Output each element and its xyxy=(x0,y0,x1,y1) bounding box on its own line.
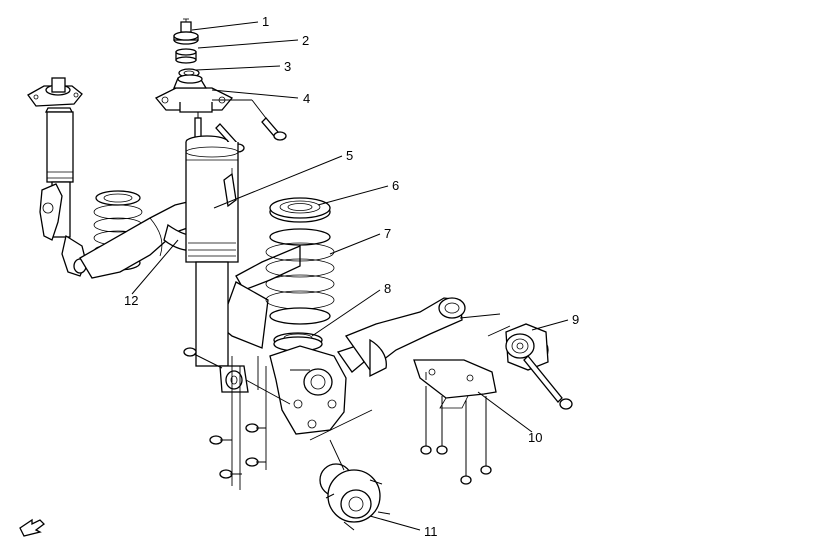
callout-9: 9 xyxy=(572,312,579,327)
callout-1: 1 xyxy=(262,14,269,29)
front-view-arrow-icon xyxy=(19,518,45,537)
alignment-lines xyxy=(231,313,511,490)
coil-spring xyxy=(265,228,335,325)
top-nut xyxy=(180,18,192,33)
wheel-hub xyxy=(319,463,391,531)
callout-2: 2 xyxy=(302,33,309,48)
bushing-bolt xyxy=(523,355,573,410)
upper-washer xyxy=(173,31,199,45)
callout-8: 8 xyxy=(384,281,391,296)
arm-bolts xyxy=(420,386,492,485)
callout-12: 12 xyxy=(124,293,138,308)
callout-7: 7 xyxy=(384,226,391,241)
assembled-strut-left xyxy=(27,77,87,277)
strut-mount xyxy=(154,74,273,127)
callout-11: 11 xyxy=(424,524,438,539)
trailing-arm xyxy=(344,297,497,409)
strut-assembly xyxy=(185,112,249,393)
callout-3: 3 xyxy=(284,59,291,74)
callout-numbers: 1 2 3 4 5 6 7 8 9 10 11 12 xyxy=(124,14,579,539)
lower-spring-seat xyxy=(273,332,323,352)
callout-5: 5 xyxy=(346,148,353,163)
callout-4: 4 xyxy=(303,91,310,106)
leader-lines xyxy=(131,21,569,531)
callout-10: 10 xyxy=(528,430,542,445)
callout-6: 6 xyxy=(392,178,399,193)
upper-insulator xyxy=(175,48,197,64)
upper-spring-seat xyxy=(269,197,331,223)
axle-beam xyxy=(79,199,301,349)
steering-knuckle xyxy=(269,345,365,435)
trailing-arm-bushing xyxy=(505,323,549,371)
